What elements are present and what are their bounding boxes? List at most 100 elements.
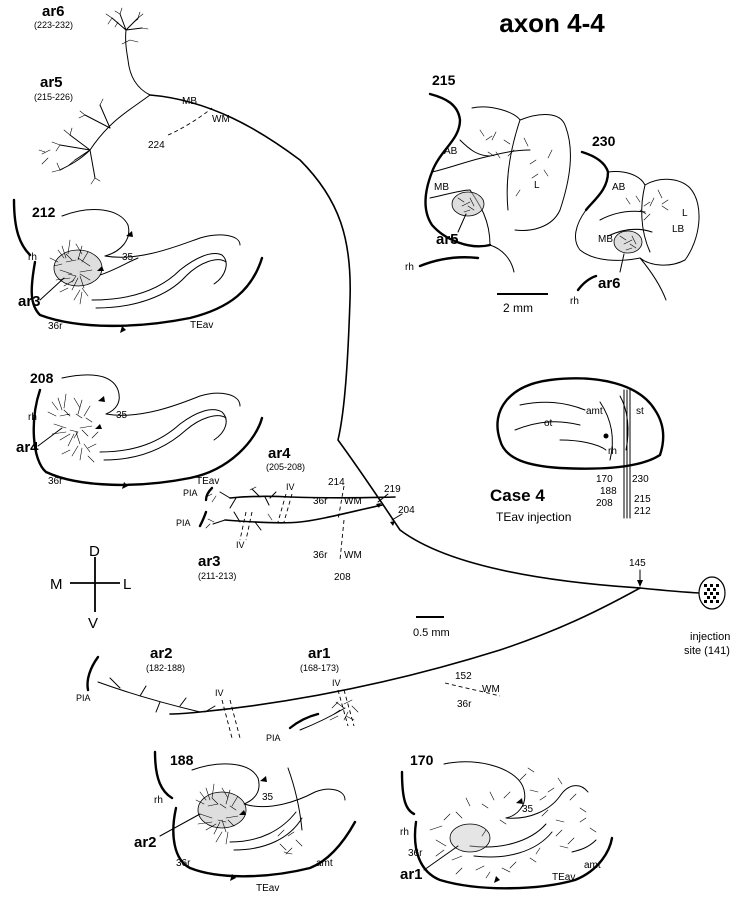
label-152: 152 — [455, 671, 472, 682]
label-204: 204 — [398, 505, 415, 516]
section-208: 208 rh 35 36r TEav ar4 — [16, 370, 264, 489]
case4-brain-diagram: amt st ot rh 170 188 208 230 215 212 Cas… — [490, 377, 665, 524]
section-215-label-l: L — [534, 180, 540, 191]
section-212-label-teav: TEav — [190, 320, 213, 331]
orientation-compass: D V M L — [50, 543, 131, 632]
injection-label-line2: site (141) — [684, 645, 730, 657]
brain-label-amt: amt — [586, 406, 603, 417]
section-170-label-35: 35 — [522, 804, 534, 815]
section-230-label-mb: MB — [598, 234, 613, 245]
ar5-section-label: ar5 — [436, 231, 459, 248]
label-wm-ar3: WM — [344, 550, 362, 561]
ar2-label: ar2 — [150, 645, 173, 662]
section-188: 188 rh 35 36r amt TEav ar2 — [134, 750, 357, 894]
section-170-label-rh: rh — [400, 827, 409, 838]
scale-bar-0-5mm-label: 0.5 mm — [413, 627, 450, 639]
brain-label-ot: ot — [544, 418, 553, 429]
label-36r-lower: 36r — [457, 699, 472, 710]
section-230-number: 230 — [592, 133, 616, 149]
scale-bar-2mm-label: 2 mm — [503, 301, 533, 315]
label-wm-top: WM — [212, 114, 230, 125]
section-215-number: 215 — [432, 72, 456, 88]
level-212: 212 — [634, 506, 651, 517]
ar2-ar1-branches: ar2 (182-188) ar1 (168-173) PIA IV IV PI… — [76, 645, 501, 743]
section-212-number: 212 — [32, 204, 56, 220]
label-mb-top: MB — [182, 96, 197, 107]
ar1-range: (168-173) — [300, 663, 339, 673]
section-188-label-rh: rh — [154, 795, 163, 806]
level-215: 215 — [634, 494, 651, 505]
section-212-label-35: 35 — [122, 252, 134, 263]
section-208-label-35: 35 — [116, 410, 128, 421]
label-224: 224 — [148, 140, 165, 151]
section-230-label-lb: LB — [672, 224, 685, 235]
axon-branches-ar5-ar6 — [59, 13, 151, 179]
label-36r-ar3: 36r — [313, 550, 328, 561]
label-219: 219 — [384, 484, 401, 495]
section-188-label-35: 35 — [262, 792, 274, 803]
section-212: 212 rh 35 36r TEav ar3 — [12, 198, 264, 333]
label-wm-ar4: WM — [344, 496, 362, 507]
level-230: 230 — [632, 474, 649, 485]
section-208-label-rh: rh — [28, 412, 37, 423]
section-188-label-amt: amt — [316, 858, 333, 869]
ar4-section-label: ar4 — [16, 439, 39, 456]
ar5-range: (215-226) — [34, 92, 73, 102]
ar3-label: ar3 — [198, 553, 221, 570]
label-36r-ar4: 36r — [313, 496, 328, 507]
pia-label-ar4: PIA — [183, 488, 198, 498]
ar1-section-label: ar1 — [400, 866, 423, 883]
section-212-label-36r: 36r — [48, 321, 63, 332]
section-215: 215 AB MB L rh ar5 — [405, 72, 571, 273]
ar5-terminal-arbor — [38, 98, 104, 185]
section-230-label-rh: rh — [570, 296, 579, 307]
ar4-range: (205-208) — [266, 462, 305, 472]
ar2-section-label: ar2 — [134, 834, 157, 851]
ar6-terminal-arbor — [105, 7, 149, 45]
compass-medial: M — [50, 576, 63, 593]
label-wm-lower: WM — [482, 684, 500, 695]
iv-label-ar2: IV — [215, 688, 224, 698]
iv-label-ar4: IV — [286, 482, 295, 492]
section-215-label-mb: MB — [434, 182, 449, 193]
case-title: Case 4 — [490, 486, 545, 505]
brain-label-rh: rh — [608, 446, 617, 457]
ar3-section-label: ar3 — [18, 293, 41, 310]
section-208-number: 208 — [30, 370, 54, 386]
section-230-label-l: L — [682, 208, 688, 219]
ar1-label: ar1 — [308, 645, 331, 662]
section-208-label-teav: TEav — [196, 476, 219, 487]
pia-label-ar2: PIA — [76, 693, 91, 703]
pia-label-ar1: PIA — [266, 733, 281, 743]
section-170-number: 170 — [410, 752, 434, 768]
section-212-label-rh: rh — [28, 252, 37, 263]
figure-title: axon 4-4 — [499, 8, 605, 38]
injection-site: injection site (141) — [684, 576, 730, 657]
label-208-axon: 208 — [334, 572, 351, 583]
section-170: 170 rh 35 36r amt TEav ar1 — [400, 752, 614, 890]
compass-ventral: V — [88, 615, 98, 632]
ar6-section-label: ar6 — [598, 275, 621, 292]
section-215-label-rh: rh — [405, 262, 414, 273]
section-230-label-ab: AB — [612, 182, 626, 193]
injection-label-line1: injection — [690, 631, 730, 643]
label-145: 145 — [629, 558, 646, 569]
section-170-label-teav: TEav — [552, 872, 575, 883]
section-188-number: 188 — [170, 752, 194, 768]
ar6-label: ar6 — [42, 3, 65, 20]
ar5-label: ar5 — [40, 74, 63, 91]
section-230: 230 AB L LB MB rh ar6 — [570, 133, 700, 307]
section-208-label-36r: 36r — [48, 476, 63, 487]
section-215-label-ab: AB — [444, 146, 458, 157]
section-188-label-36r: 36r — [176, 858, 191, 869]
level-208: 208 — [596, 498, 613, 509]
section-170-label-amt: amt — [584, 860, 601, 871]
case-subtitle: TEav injection — [496, 510, 571, 524]
section-170-label-36r: 36r — [408, 848, 423, 859]
compass-dorsal: D — [89, 543, 100, 560]
compass-lateral: L — [123, 576, 131, 593]
wm-boundary-top — [167, 107, 213, 136]
section-188-label-teav: TEav — [256, 883, 279, 894]
main-axon-trunk — [149, 94, 701, 715]
